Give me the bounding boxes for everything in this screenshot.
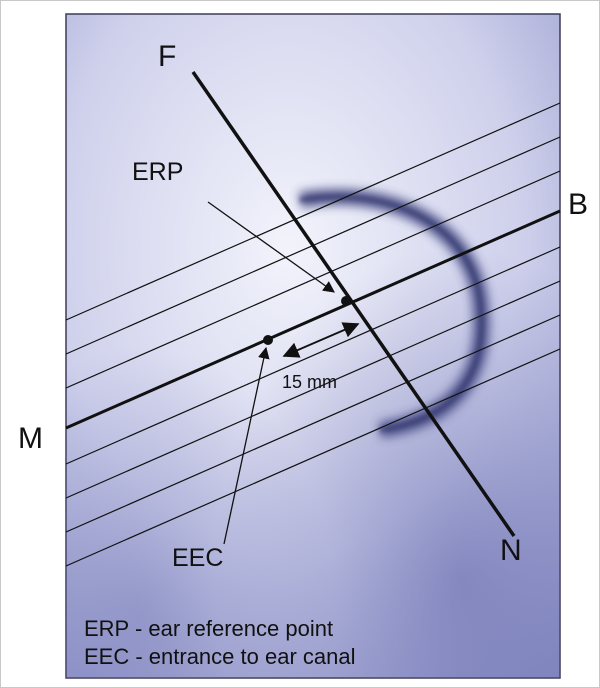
label-eec: EEC [172, 544, 223, 572]
label-f: F [158, 40, 176, 73]
label-m: M [18, 422, 43, 455]
eec-arrow [223, 346, 270, 545]
label-n: N [500, 534, 522, 567]
guide-line [65, 348, 561, 567]
label-b: B [568, 188, 588, 221]
guide-line [65, 102, 561, 321]
fn-axis-line [191, 71, 516, 537]
guide-line [65, 314, 561, 533]
legend-eec: EEC - entrance to ear canal [84, 644, 355, 669]
distance-label: 15 mm [282, 372, 337, 392]
legend-erp: ERP - ear reference point [84, 616, 333, 641]
guide-line [65, 280, 561, 499]
guide-line [65, 170, 561, 389]
mb-axis-line [65, 209, 561, 430]
distance-arrow [282, 322, 360, 358]
eec-point [263, 335, 273, 345]
label-erp: ERP [132, 158, 183, 186]
erp-arrow [207, 201, 335, 293]
legend: ERP - ear reference point EEC - entrance… [84, 616, 355, 669]
erp-point [341, 296, 351, 306]
ear-outline [298, 188, 490, 438]
